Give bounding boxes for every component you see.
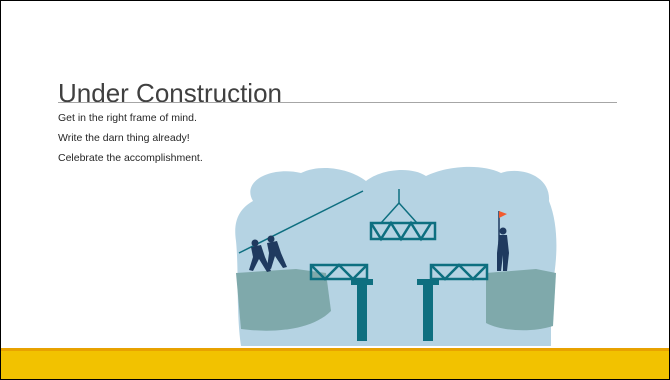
right-cliff xyxy=(486,269,556,331)
pole xyxy=(238,190,364,254)
bullet-list: Get in the right frame of mind. Write th… xyxy=(58,111,203,171)
slide-title: Under Construction xyxy=(58,78,282,108)
footer-bar xyxy=(1,351,669,379)
right-pillar xyxy=(423,281,433,341)
workers-icon xyxy=(249,235,287,272)
right-truss xyxy=(429,263,489,281)
bullet-item: Write the darn thing already! xyxy=(58,132,190,144)
left-cliff xyxy=(236,269,331,331)
person-with-flag-icon xyxy=(497,211,509,271)
left-pillar-cap xyxy=(351,279,373,285)
crane-cables xyxy=(380,189,418,224)
left-pillar xyxy=(357,281,367,341)
left-truss xyxy=(309,263,369,281)
right-pillar-cap xyxy=(417,279,439,285)
suspended-truss xyxy=(369,220,437,242)
bullet-item: Celebrate the accomplishment. xyxy=(58,152,203,164)
footer-accent-line xyxy=(1,348,669,351)
bridge-construction-illustration xyxy=(235,166,557,346)
bullet-item: Get in the right frame of mind. xyxy=(58,112,197,124)
title-divider xyxy=(58,102,617,103)
